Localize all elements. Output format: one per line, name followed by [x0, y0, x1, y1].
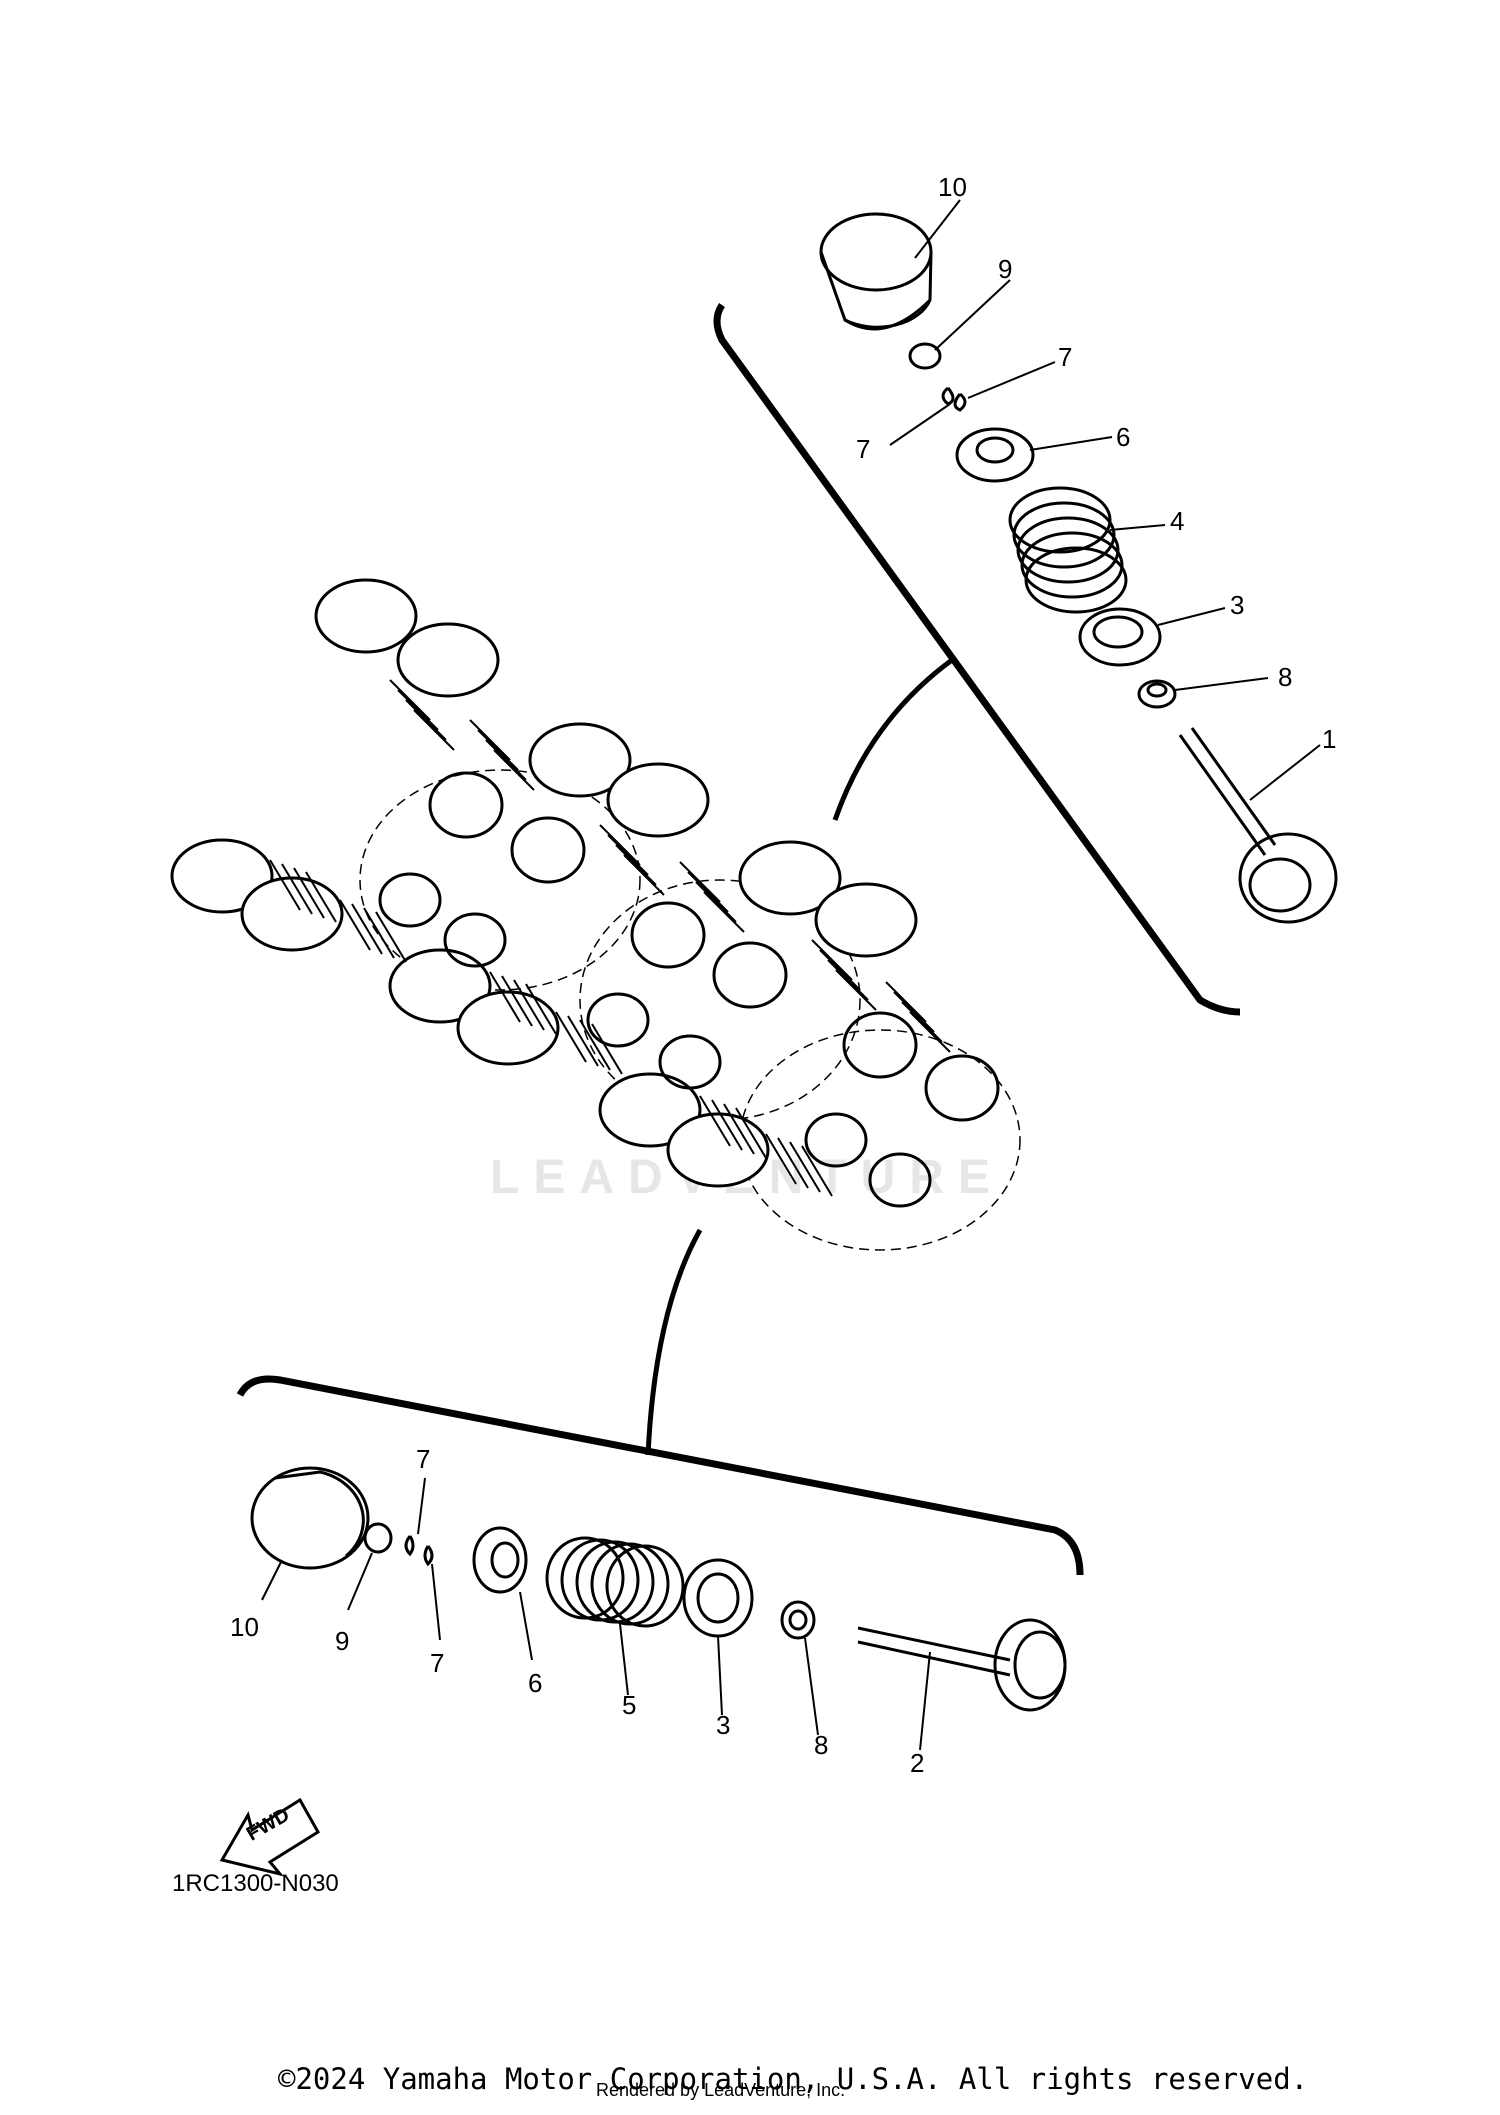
spring-seat-top: [1078, 607, 1162, 667]
retainer-top: [955, 427, 1035, 483]
callout-9-bottom: 9: [335, 1626, 349, 1656]
top-panel-frame: [713, 303, 1241, 1016]
footer: ©2024 Yamaha Motor Corporation, U.S.A. A…: [0, 2062, 1500, 2102]
diagram-code: 1RC1300-N030: [172, 1870, 339, 1897]
top-callouts: 10 9 7 7 6 4 3 8 1: [856, 172, 1336, 754]
shim-top: [908, 342, 942, 370]
rendered-by-text: Rendered by LeadVenture, Inc.: [596, 2080, 846, 2100]
stem-seal-bottom: [780, 1600, 816, 1640]
shim-bottom: [363, 1522, 393, 1554]
callout-3-bottom: 3: [716, 1710, 730, 1740]
bottom-panel-frame: [236, 1375, 1084, 1576]
exhaust-valve-bottom: [857, 1618, 1067, 1712]
callout-6-top: 6: [1116, 422, 1130, 452]
tappet-top: [819, 212, 933, 331]
cylinder-head-valve-cluster: [170, 578, 1021, 1251]
callout-3-top: 3: [1230, 590, 1244, 620]
spring-seat-bottom: [682, 1558, 754, 1638]
callout-1-top: 1: [1322, 724, 1336, 754]
callout-7a-bottom: 7: [416, 1444, 430, 1474]
copyright-text: ©2024 Yamaha Motor Corporation, U.S.A. A…: [278, 2062, 1309, 2096]
callout-6-bottom: 6: [528, 1668, 542, 1698]
callout-8-top: 8: [1278, 662, 1292, 692]
callout-2-bottom: 2: [910, 1748, 924, 1778]
retainer-bottom: [472, 1526, 528, 1594]
fwd-arrow-icon: [219, 1797, 321, 1877]
callout-7b-top: 7: [856, 434, 870, 464]
spring-bottom: [545, 1536, 685, 1628]
callout-10-top: 10: [938, 172, 967, 202]
intake-valve-top: [1178, 727, 1338, 924]
callout-7a-top: 7: [1058, 342, 1072, 372]
cotters-top: [941, 386, 967, 412]
callout-8-bottom: 8: [814, 1730, 828, 1760]
spring-top: [1008, 486, 1128, 614]
callout-5-bottom: 5: [622, 1690, 636, 1720]
stem-seal-top: [1137, 679, 1177, 709]
bottom-callouts: 7 10 9 7 6 5 3 8 2: [230, 1444, 924, 1778]
callout-4-top: 4: [1170, 506, 1184, 536]
callout-10-bottom: 10: [230, 1612, 259, 1642]
cotters-bottom: [404, 1535, 434, 1567]
callout-9-top: 9: [998, 254, 1012, 284]
bottom-leader-curve: [645, 1228, 703, 1456]
top-leader-lines: [889, 199, 1321, 801]
callout-7b-bottom: 7: [430, 1648, 444, 1678]
top-leader-curve: [832, 657, 954, 821]
bottom-leader-lines: [261, 1477, 931, 1751]
tappet-bottom: [250, 1466, 370, 1570]
